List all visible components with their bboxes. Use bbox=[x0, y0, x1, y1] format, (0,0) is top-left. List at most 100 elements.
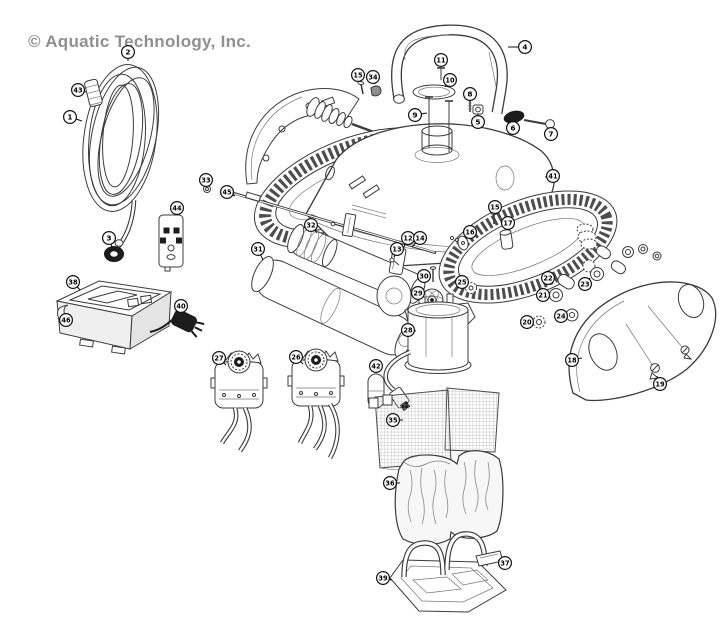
callout-1: 1 bbox=[62, 109, 83, 124]
callout-5: 5 bbox=[471, 114, 486, 129]
svg-text:17: 17 bbox=[503, 219, 513, 227]
svg-text:11: 11 bbox=[436, 56, 446, 64]
callout-26: 26 bbox=[289, 350, 304, 365]
svg-text:9: 9 bbox=[412, 111, 417, 120]
floating-cable-coil bbox=[82, 64, 160, 262]
filter-screen bbox=[368, 387, 500, 471]
svg-text:2: 2 bbox=[125, 48, 130, 57]
callout-23: 23 bbox=[577, 277, 592, 292]
svg-text:29: 29 bbox=[413, 289, 423, 297]
svg-text:31: 31 bbox=[253, 245, 263, 253]
handle bbox=[390, 24, 508, 114]
bottom-frame bbox=[389, 531, 507, 613]
callout-33: 33 bbox=[199, 173, 214, 188]
drive-train-parts bbox=[465, 223, 662, 329]
callout-18: 18 bbox=[564, 353, 583, 368]
svg-text:46: 46 bbox=[61, 316, 71, 324]
svg-text:5: 5 bbox=[475, 118, 480, 127]
callout-42: 42 bbox=[369, 359, 384, 374]
callout-45: 45 bbox=[220, 185, 236, 200]
right-track bbox=[438, 190, 618, 304]
callout-38: 38 bbox=[65, 275, 81, 291]
svg-text:6: 6 bbox=[510, 124, 515, 133]
svg-text:34: 34 bbox=[368, 73, 378, 81]
callout-6: 6 bbox=[506, 120, 521, 135]
svg-text:21: 21 bbox=[538, 291, 548, 299]
handle-fasteners bbox=[412, 67, 555, 152]
callout-19: 19 bbox=[652, 375, 667, 392]
svg-text:41: 41 bbox=[548, 172, 558, 180]
svg-text:14: 14 bbox=[415, 234, 425, 242]
svg-text:44: 44 bbox=[172, 204, 182, 212]
svg-text:33: 33 bbox=[201, 176, 211, 184]
svg-text:42: 42 bbox=[371, 362, 381, 370]
svg-text:38: 38 bbox=[68, 278, 78, 286]
svg-text:45: 45 bbox=[222, 188, 232, 196]
callout-8: 8 bbox=[463, 86, 478, 101]
callout-37: 37 bbox=[497, 555, 513, 570]
cable-end-grommet bbox=[104, 239, 124, 262]
callout-28: 28 bbox=[401, 323, 417, 338]
plate-screws bbox=[649, 345, 693, 380]
callout-16: 16 bbox=[463, 225, 478, 240]
svg-text:39: 39 bbox=[378, 574, 388, 582]
callout-7: 7 bbox=[543, 126, 558, 141]
svg-text:15: 15 bbox=[353, 71, 363, 79]
callout-15: 15 bbox=[351, 67, 366, 83]
svg-text:32: 32 bbox=[306, 221, 316, 229]
callout-41: 41 bbox=[544, 169, 560, 184]
callout-27: 27 bbox=[212, 351, 227, 366]
callout-3: 3 bbox=[101, 231, 116, 248]
svg-text:30: 30 bbox=[419, 272, 429, 280]
copyright-text: © Aquatic Technology, Inc. bbox=[28, 32, 252, 51]
svg-text:3: 3 bbox=[106, 234, 111, 243]
callout-32: 32 bbox=[304, 218, 319, 234]
callout-21: 21 bbox=[535, 288, 550, 303]
cable-float bbox=[84, 78, 103, 107]
svg-text:23: 23 bbox=[580, 280, 590, 288]
callout-12: 12 bbox=[401, 231, 416, 248]
svg-text:7: 7 bbox=[548, 130, 553, 139]
drive-motor-left bbox=[210, 350, 268, 453]
callout-44: 44 bbox=[170, 201, 185, 216]
callout-20: 20 bbox=[519, 315, 534, 330]
svg-text:20: 20 bbox=[522, 318, 532, 326]
svg-text:12: 12 bbox=[403, 234, 413, 242]
remote-control bbox=[158, 214, 184, 272]
svg-text:36: 36 bbox=[385, 479, 395, 487]
svg-text:25: 25 bbox=[457, 278, 467, 286]
svg-text:37: 37 bbox=[500, 559, 510, 567]
worm-gear-shaft bbox=[306, 97, 399, 143]
callout-35: 35 bbox=[386, 413, 403, 428]
callout-34: 34 bbox=[366, 69, 381, 85]
svg-text:18: 18 bbox=[567, 356, 577, 364]
callout-2: 2 bbox=[120, 44, 135, 61]
callout-22: 22 bbox=[540, 271, 555, 286]
svg-text:22: 22 bbox=[543, 274, 553, 282]
power-cord-plug bbox=[170, 309, 205, 338]
svg-text:15: 15 bbox=[490, 203, 500, 211]
callout-24: 24 bbox=[553, 309, 568, 324]
svg-text:35: 35 bbox=[388, 416, 398, 424]
callout-39: 39 bbox=[376, 570, 393, 585]
callout-31: 31 bbox=[251, 242, 266, 261]
svg-text:1: 1 bbox=[67, 113, 72, 122]
callout-15: 15 bbox=[488, 200, 503, 215]
callout-17: 17 bbox=[501, 216, 516, 231]
callout-40: 40 bbox=[174, 299, 189, 314]
svg-text:40: 40 bbox=[176, 302, 186, 310]
svg-text:8: 8 bbox=[467, 90, 472, 99]
callout-13: 13 bbox=[390, 242, 405, 258]
callout-29: 29 bbox=[411, 286, 426, 301]
callout-4: 4 bbox=[508, 39, 532, 54]
svg-text:4: 4 bbox=[522, 43, 527, 52]
right-side-plate bbox=[568, 281, 717, 402]
callout-43: 43 bbox=[70, 82, 87, 97]
callout-14: 14 bbox=[411, 231, 428, 248]
svg-text:27: 27 bbox=[214, 354, 224, 362]
filter-bag bbox=[394, 450, 504, 546]
svg-text:16: 16 bbox=[465, 228, 475, 236]
